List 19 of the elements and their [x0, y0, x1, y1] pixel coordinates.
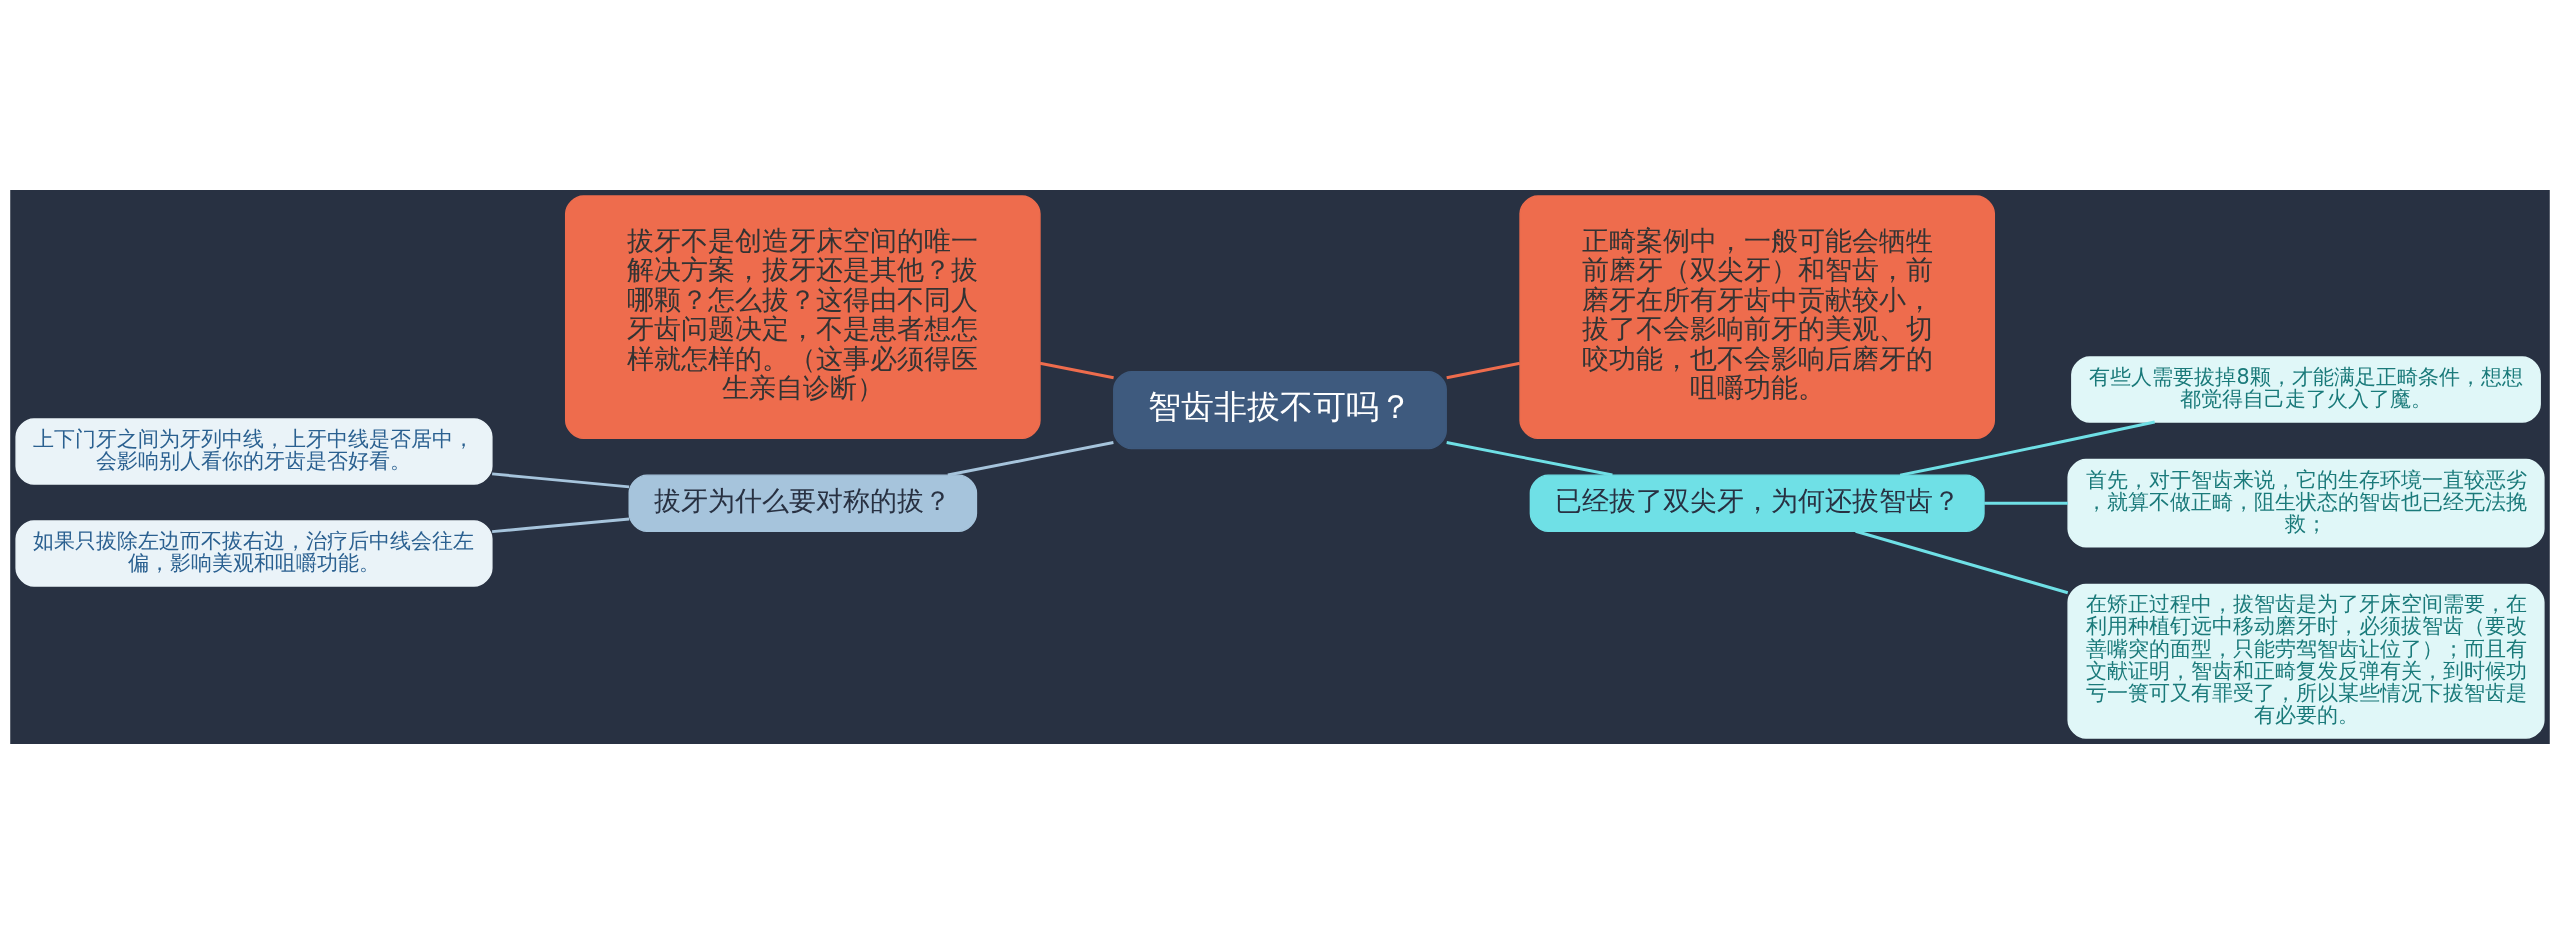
- node-box: 有些人需要拔掉8颗，才能满足正畸条件，想想都觉得自己走了火入了魔。: [2071, 356, 2541, 423]
- node-box: 上下门牙之间为牙列中线，上牙中线是否居中，会影响别人看你的牙齿是否好看。: [15, 418, 493, 485]
- node-box: 首先，对于智齿来说，它的生存环境一直较恶劣，就算不做正畸，阻生状态的智齿也已经无法挽救；: [2067, 458, 2545, 548]
- connector: [1446, 441, 1613, 477]
- connector: [947, 441, 1114, 477]
- connector: [492, 472, 630, 489]
- node-box: 在矫正过程中，拔智齿是为了牙床空间需要，在利用种植钉远中移动磨牙时，必须拔智齿（要改善嘴突的面型，只能劳驾智齿让位了）；而且有文献证明，智齿和正畸复发反弹有关，到时候功亏一篑可又有罪受了，所以某些情况下拔智齿是有必要的。: [2067, 583, 2545, 739]
- connector: [492, 517, 630, 534]
- node-box: 拔牙为什么要对称的拔？: [628, 474, 978, 532]
- connector: [1446, 361, 1521, 380]
- node-box: 正畸案例中，一般可能会牺牲前磨牙（双尖牙）和智齿，前磨牙在所有牙齿中贡献较小，拔了不会影响前牙的美观、切咬功能，也不会影响后磨牙的咀嚼功能。: [1519, 195, 1996, 439]
- node-box: 拔牙不是创造牙床空间的唯一解决方案，拔牙还是其他？拔哪颗？怎么拔？这得由不同人牙齿问题决定，不是患者想怎样就怎样的。（这事必须得医生亲自诊断）: [564, 195, 1041, 439]
- connector: [1039, 361, 1114, 380]
- connector: [1855, 529, 2069, 595]
- node-box: 智齿非拔不可吗？: [1113, 370, 1447, 450]
- connector: [1984, 501, 2068, 505]
- node-box: 已经拔了双尖牙，为何还拔智齿？: [1529, 474, 1985, 532]
- connector: [1899, 420, 2155, 477]
- node-box: 如果只拔除左边而不拔右边，治疗后中线会往左偏，影响美观和咀嚼功能。: [15, 520, 493, 587]
